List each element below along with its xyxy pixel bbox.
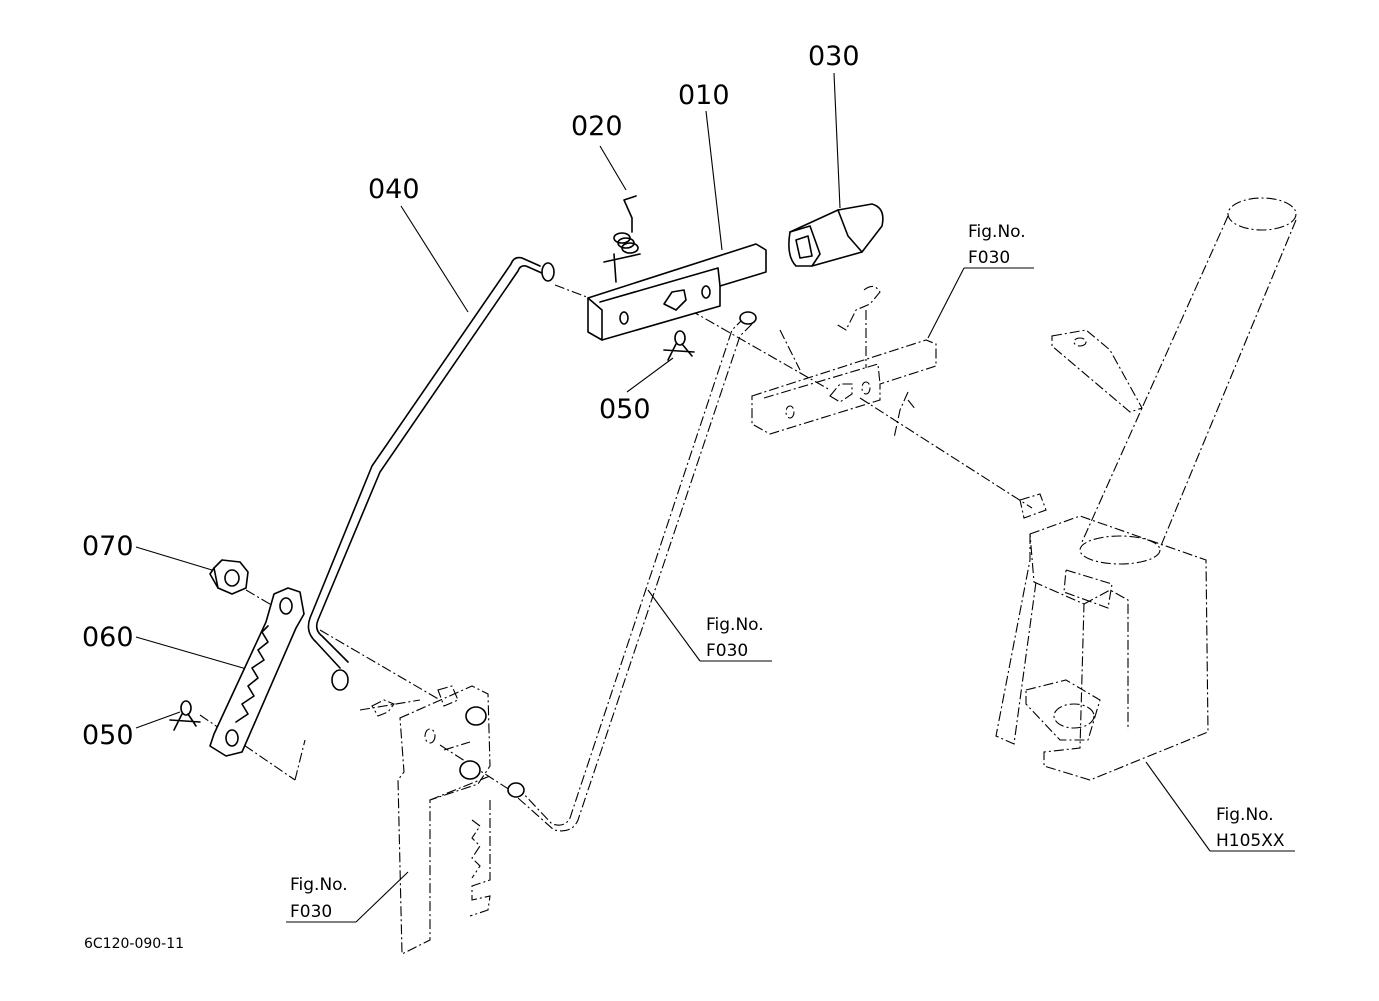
- svg-text:Fig.No.: Fig.No.: [706, 615, 764, 635]
- fig-ref-h105xx[interactable]: Fig.No. H105XX: [1145, 761, 1295, 852]
- svg-text:F030: F030: [706, 641, 748, 661]
- bracket-f030-right: [751, 285, 937, 439]
- spring-020: [603, 195, 641, 283]
- svg-text:Fig.No.: Fig.No.: [968, 222, 1026, 242]
- svg-text:010: 010: [678, 80, 730, 111]
- svg-text:Fig.No.: Fig.No.: [1216, 805, 1274, 825]
- part-label-030[interactable]: 030: [808, 41, 860, 209]
- svg-text:030: 030: [808, 41, 860, 72]
- fig-ref-f030-top[interactable]: Fig.No. F030: [927, 222, 1034, 339]
- clip-050-lower: [169, 700, 201, 731]
- part-label-010[interactable]: 010: [678, 80, 730, 251]
- part-label-050-lower[interactable]: 050: [82, 711, 181, 751]
- drawing-code: 6C120-090-11: [84, 936, 184, 952]
- svg-text:020: 020: [571, 111, 623, 142]
- plate-060: [209, 587, 305, 757]
- svg-text:050: 050: [82, 720, 134, 751]
- pedal-arm-f030: [371, 685, 491, 955]
- rod-040: [307, 256, 555, 691]
- part-label-070[interactable]: 070: [82, 531, 213, 571]
- svg-text:F030: F030: [968, 248, 1010, 268]
- bracket-010: [587, 243, 767, 341]
- knob-030: [788, 203, 884, 267]
- rod-f030: [507, 311, 757, 832]
- part-label-060[interactable]: 060: [82, 622, 251, 671]
- svg-text:040: 040: [368, 174, 420, 205]
- fig-ref-f030-bottom[interactable]: Fig.No. F030: [286, 871, 409, 923]
- svg-text:070: 070: [82, 531, 134, 562]
- assembly-lines: [199, 284, 1033, 791]
- svg-text:050: 050: [599, 394, 651, 425]
- clip-050-upper: [663, 330, 695, 361]
- part-label-020[interactable]: 020: [571, 111, 627, 191]
- steering-column-h105xx: [995, 197, 1297, 781]
- fig-ref-f030-middle[interactable]: Fig.No. F030: [647, 589, 772, 662]
- part-label-040[interactable]: 040: [368, 174, 469, 313]
- svg-text:Fig.No.: Fig.No.: [290, 875, 348, 895]
- part-label-050-upper[interactable]: 050: [599, 357, 674, 425]
- nut-070: [209, 559, 249, 595]
- svg-text:H105XX: H105XX: [1216, 831, 1285, 851]
- svg-text:F030: F030: [290, 902, 332, 922]
- svg-text:060: 060: [82, 622, 134, 653]
